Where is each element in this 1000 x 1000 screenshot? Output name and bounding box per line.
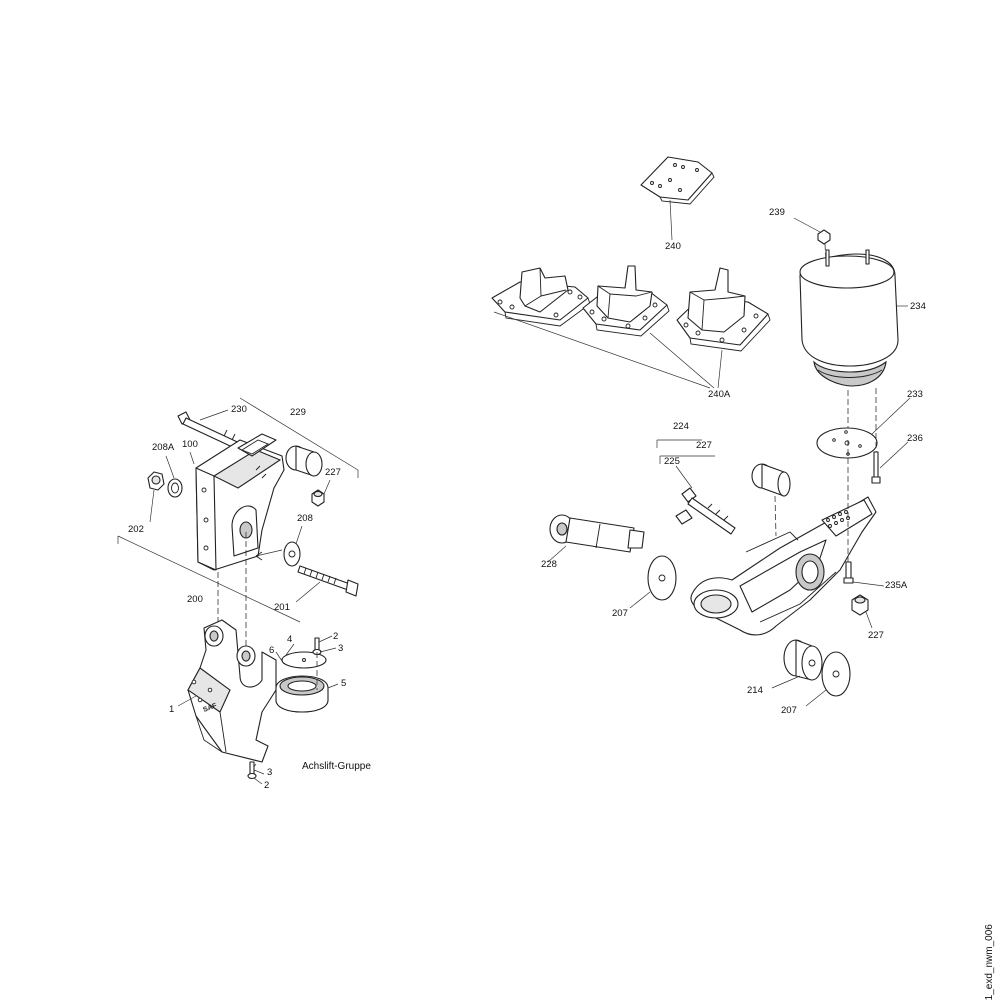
part-label-4: 4 (287, 634, 293, 645)
washer-icon (629, 555, 677, 609)
part-label-208: 208 (297, 513, 313, 524)
bushing-icon (751, 463, 791, 537)
bushing-icon (771, 639, 823, 689)
part-label-236: 236 (907, 433, 923, 444)
trailing-arm-icon (690, 440, 877, 636)
bolt-icon (871, 388, 909, 484)
washer-icon (255, 525, 303, 567)
part-label-225: 225 (664, 456, 680, 467)
bushing-icon (285, 445, 323, 477)
part-label-233: 233 (907, 389, 923, 400)
part-label-207-upper: 207 (612, 608, 628, 619)
part-label-200: 200 (187, 594, 203, 605)
nut-icon (311, 479, 331, 507)
washer-icon (816, 390, 911, 459)
part-label-239: 239 (769, 207, 785, 218)
part-label-2-top: 2 (333, 631, 339, 642)
bolt-icon (247, 761, 265, 785)
svg-text:SAF: SAF (202, 702, 218, 714)
part-label-100: 100 (182, 439, 198, 450)
axle-lift-group: SAF (177, 619, 277, 773)
bolt-icon (675, 487, 736, 535)
bolt-icon (312, 635, 337, 690)
plate-icon (640, 156, 715, 241)
part-label-1: 1 (169, 704, 175, 715)
nut-icon (851, 594, 873, 629)
part-label-229: 229 (290, 407, 306, 418)
nut-icon (147, 471, 165, 523)
part-label-240: 240 (665, 241, 681, 252)
saf-logo-icon: SAF (202, 702, 218, 714)
bracket-240a-group (491, 265, 771, 389)
part-label-230: 230 (231, 404, 247, 415)
washer-icon (165, 451, 195, 498)
drawing-id: IO_01_exd_nwm_006 (984, 924, 995, 1000)
nut-icon (793, 217, 831, 263)
part-label-202: 202 (128, 524, 144, 535)
part-label-3-bottom: 3 (267, 767, 273, 778)
part-label-227-right: 227 (868, 630, 884, 641)
part-label-5: 5 (341, 678, 347, 689)
part-label-207-lower: 207 (781, 705, 797, 716)
part-label-227-left: 227 (325, 467, 341, 478)
part-label-201: 201 (274, 602, 290, 613)
group-brackets-left (117, 397, 359, 623)
part-label-208a: 208A (152, 442, 175, 453)
air-spring-icon (799, 249, 908, 387)
part-label-240a: 240A (708, 389, 731, 400)
part-label-227-upper: 227 (696, 440, 712, 451)
bolt-icon (295, 565, 359, 603)
bushing-icon (275, 675, 339, 713)
part-label-2-bottom: 2 (264, 780, 270, 791)
part-label-234: 234 (910, 301, 926, 312)
part-label-214: 214 (747, 685, 763, 696)
bolt-icon (843, 561, 885, 587)
part-label-228: 228 (541, 559, 557, 570)
shock-absorber-icon (547, 514, 645, 563)
group-caption: Achslift-Gruppe (302, 761, 371, 772)
lift-bracket-icon (195, 433, 285, 660)
part-label-224: 224 (673, 421, 689, 432)
group-brackets-224 (656, 439, 715, 489)
washer-icon (275, 643, 327, 669)
part-label-6: 6 (269, 645, 275, 656)
part-label-235a: 235A (885, 580, 908, 591)
part-label-3-top: 3 (338, 643, 344, 654)
washer-icon (805, 651, 851, 707)
